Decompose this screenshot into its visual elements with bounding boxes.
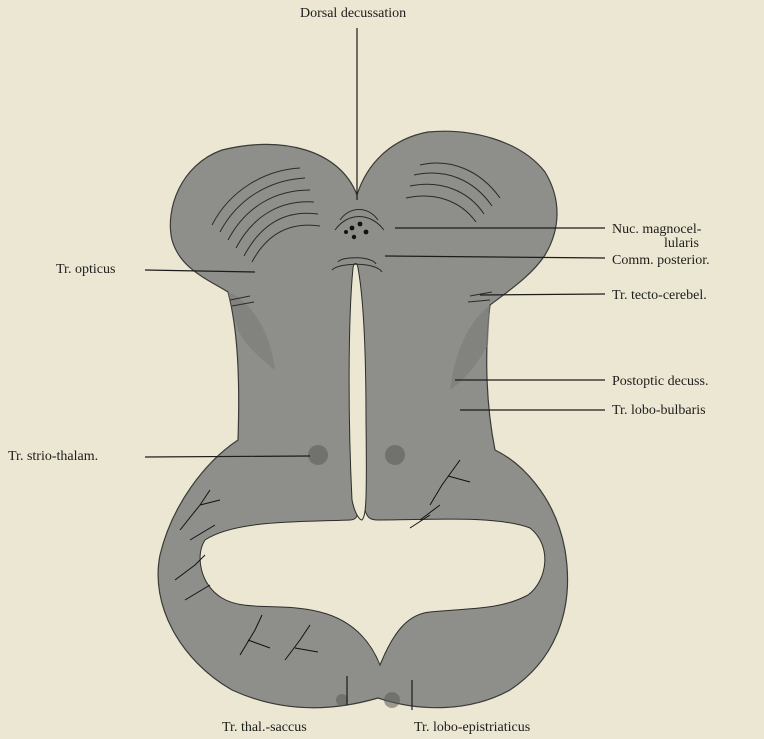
label-nuc-magnocellularis-2: lularis	[664, 236, 699, 251]
label-tr-lobo-bulbaris: Tr. lobo-bulbaris	[612, 403, 706, 418]
label-tr-lobo-epistriaticus: Tr. lobo-epistriaticus	[414, 720, 530, 735]
label-postoptic-decuss: Postoptic decuss.	[612, 374, 708, 389]
label-nuc-magnocellularis-1: Nuc. magnocel-	[612, 222, 701, 237]
label-tr-tecto-cerebel: Tr. tecto-cerebel.	[612, 288, 707, 303]
label-comm-posterior: Comm. posterior.	[612, 253, 710, 268]
label-tr-strio-thalam: Tr. strio-thalam.	[8, 449, 98, 464]
label-dorsal-decussation: Dorsal decussation	[300, 6, 406, 21]
label-tr-opticus: Tr. opticus	[56, 262, 115, 277]
label-tr-thal-saccus: Tr. thal.-saccus	[222, 720, 307, 735]
